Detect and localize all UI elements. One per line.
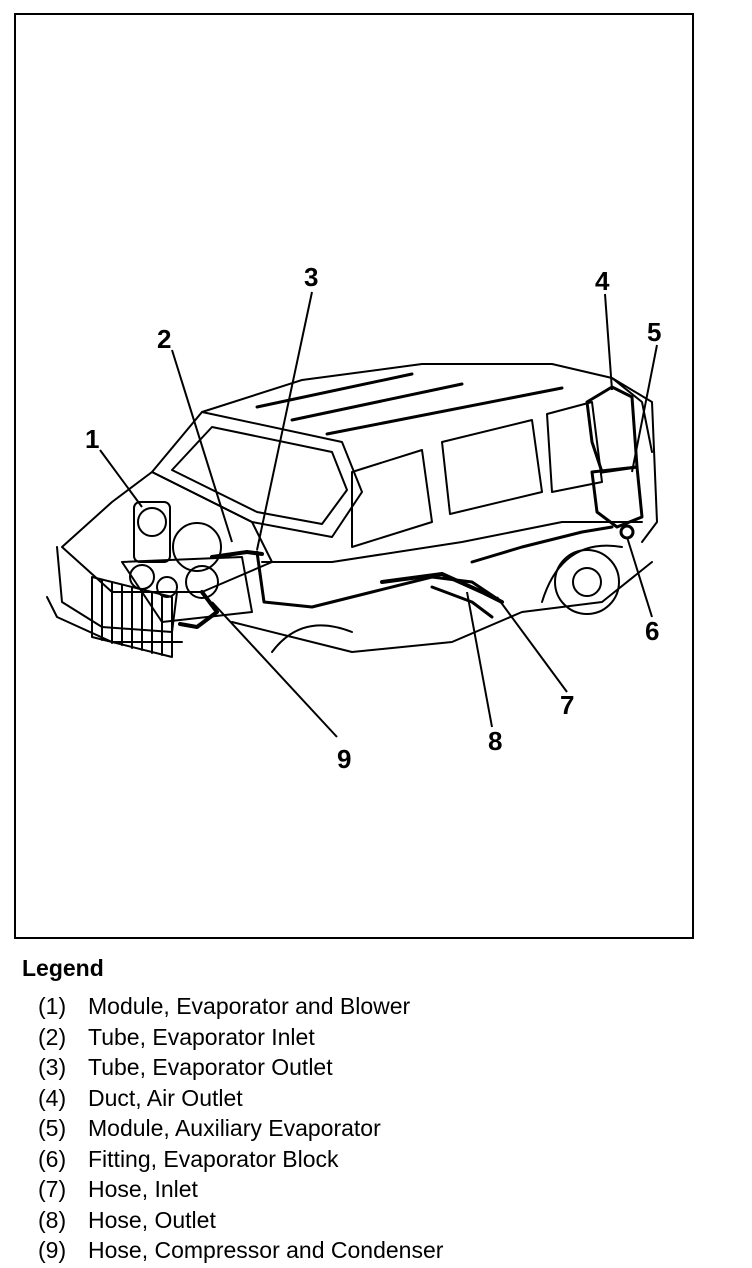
leader-9 [211, 601, 338, 738]
leader-6 [626, 536, 653, 618]
leader-3 [256, 291, 313, 551]
leader-7 [496, 596, 568, 693]
legend-list: (1) Module, Evaporator and Blower (2) Tube… [22, 991, 722, 1266]
legend-item-text: Tube, Evaporator Inlet [88, 1023, 315, 1050]
legend-item-number: (5) [38, 1115, 67, 1141]
callout-4: 4 [595, 266, 610, 296]
rear-wheel-arch [541, 544, 623, 603]
legend-item-number: (2) [38, 1023, 67, 1050]
van-roof [201, 363, 653, 453]
inlet-hose [380, 572, 504, 604]
evaporator-block-fitting [619, 524, 635, 540]
rear-hose [470, 525, 614, 564]
condenser-grille [91, 576, 173, 658]
legend-item-number: (7) [38, 1176, 67, 1202]
legend-item-text: Hose, Outlet [88, 1206, 216, 1233]
ac-plumbing [178, 385, 644, 629]
legend-item: (9) Hose, Compressor and Condenser [38, 1235, 722, 1266]
compressor [185, 565, 219, 599]
evaporator-blower-module [137, 507, 167, 537]
legend-item-text: Module, Evaporator and Blower [88, 993, 411, 1019]
callout-7: 7 [560, 690, 574, 720]
legend-item-number: (6) [38, 1145, 67, 1172]
legend-item: (5) Module, Auxiliary Evaporator [38, 1113, 722, 1144]
van-ac-diagram: 1 2 3 4 5 6 7 8 9 [46, 262, 661, 774]
legend-item: (2) Tube, Evaporator Inlet [38, 1022, 722, 1053]
legend-item: (3) Tube, Evaporator Outlet [38, 1052, 722, 1083]
roof-rail-1 [255, 372, 414, 409]
callout-6: 6 [645, 616, 659, 646]
roof-rail-2 [290, 382, 464, 422]
legend-item-text: Tube, Evaporator Outlet [88, 1054, 333, 1080]
front-wheel-arch [271, 624, 353, 653]
leader-2 [171, 349, 233, 543]
evaporator-outlet-tube [255, 550, 504, 609]
leader-1 [99, 449, 143, 508]
engine-block [121, 556, 253, 623]
rear-body [611, 377, 658, 543]
leader-4 [604, 293, 613, 391]
callout-2: 2 [157, 324, 171, 354]
compressor-pulley-2 [156, 576, 178, 598]
legend-item-number: (9) [38, 1237, 67, 1263]
callout-9: 9 [337, 744, 351, 774]
diagram-frame: 1 2 3 4 5 6 7 8 9 [14, 13, 694, 939]
blower-housing [133, 501, 171, 563]
body-side-line [261, 521, 643, 563]
callout-3: 3 [304, 262, 318, 292]
side-window-mid [441, 419, 543, 515]
legend-item-text: Duct, Air Outlet [88, 1084, 243, 1111]
rear-wheel [554, 549, 620, 615]
van-illustration [46, 363, 658, 658]
legend: Legend (1) Module, Evaporator and Blower … [22, 953, 722, 1266]
windshield-inner [171, 426, 348, 525]
legend-item-number: (3) [38, 1054, 67, 1080]
leader-lines [99, 291, 658, 738]
legend-item-text: Hose, Compressor and Condenser [88, 1237, 444, 1263]
legend-item-text: Hose, Inlet [88, 1176, 198, 1202]
side-window-rear [546, 401, 603, 493]
callout-8: 8 [488, 726, 502, 756]
side-window-front [351, 449, 433, 548]
air-cleaner [172, 522, 222, 572]
auxiliary-evaporator [590, 465, 644, 529]
callout-1: 1 [85, 424, 99, 454]
leader-5 [631, 344, 658, 473]
legend-item-number: (4) [38, 1084, 67, 1111]
legend-item: (7) Hose, Inlet [38, 1174, 722, 1205]
body-lower [231, 561, 653, 653]
callout-labels: 1 2 3 4 5 6 7 8 9 [85, 262, 661, 774]
leader-8 [466, 591, 493, 728]
windshield [151, 411, 363, 538]
compressor-condenser-hose [178, 590, 219, 629]
roof-rail-3 [325, 386, 564, 436]
legend-item-text: Fitting, Evaporator Block [88, 1145, 339, 1172]
front-bumper [46, 596, 183, 643]
legend-item: (8) Hose, Outlet [38, 1205, 722, 1236]
legend-item-text: Module, Auxiliary Evaporator [88, 1115, 381, 1141]
outlet-hose [430, 585, 494, 619]
rear-wheel-hub [572, 567, 602, 597]
callout-5: 5 [647, 317, 661, 347]
legend-title: Legend [22, 955, 104, 981]
legend-item: (1) Module, Evaporator and Blower [38, 991, 722, 1022]
legend-item: (6) Fitting, Evaporator Block [38, 1144, 722, 1175]
hood [61, 471, 273, 593]
legend-item: (4) Duct, Air Outlet [38, 1083, 722, 1114]
legend-item-number: (8) [38, 1206, 67, 1233]
legend-item-number: (1) [38, 993, 67, 1019]
compressor-pulley-1 [129, 564, 155, 590]
